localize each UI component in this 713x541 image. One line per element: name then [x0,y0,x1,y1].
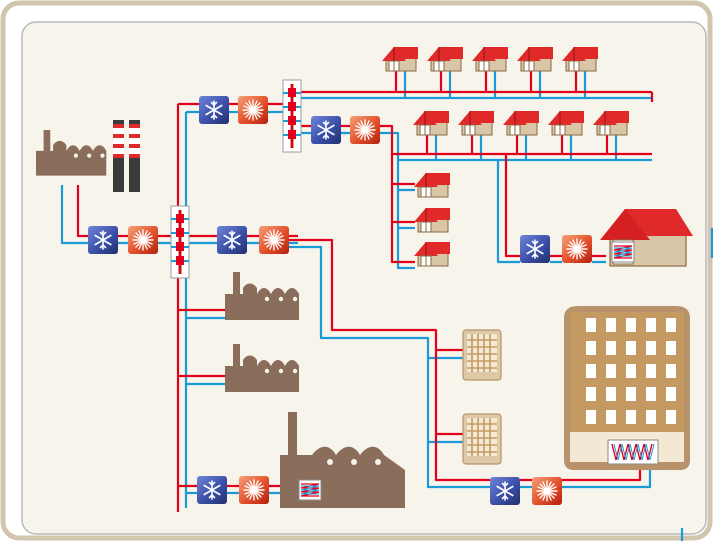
chimney-icon [113,120,140,192]
sun-burst-icon [237,95,269,125]
radiator-icon [607,439,659,465]
high-rise-building-icon [564,306,690,470]
snowflake-icon [198,95,230,125]
sun-burst-icon [258,225,290,255]
manifold-icon [169,204,191,280]
radiator-icon [298,479,322,501]
snowflake-icon [87,225,119,255]
diagram-panel [21,21,707,535]
sun-burst-icon [349,115,381,145]
snowflake-icon [489,476,521,506]
manifold-icon [281,78,303,154]
sun-burst-icon [127,225,159,255]
snowflake-icon [196,475,228,505]
snowflake-icon [310,115,342,145]
sun-burst-icon [561,234,593,264]
power-plant [36,120,140,192]
sun-burst-icon [238,475,270,505]
snowflake-icon [519,234,551,264]
houses-column [413,172,451,267]
sun-burst-icon [531,476,563,506]
snowflake-icon [216,225,248,255]
office-building-icon [462,413,502,465]
radiator-icon [611,241,635,263]
office-building-icon [462,329,502,381]
